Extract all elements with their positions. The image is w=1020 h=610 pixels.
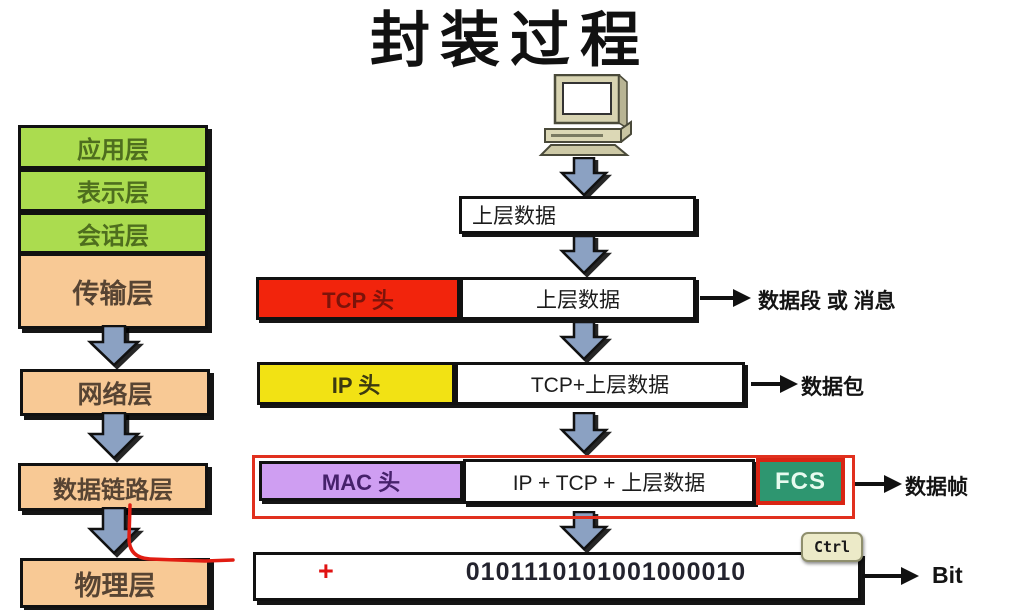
down-arrow-icon	[558, 157, 610, 197]
flow-box-label: IP + TCP + 上层数据	[512, 471, 706, 495]
osi-layer-presentation: 表示层	[18, 169, 208, 212]
osi-layer-label: 数据链路层	[53, 476, 173, 504]
flow-box-ip-tcp-upper-data: IP + TCP + 上层数据	[463, 459, 755, 504]
osi-layer-session: 会话层	[18, 212, 208, 254]
flow-box-upper-data: 上层数据	[459, 196, 696, 234]
result-label-packet: 数据包	[801, 376, 864, 399]
ip-header-box: IP 头	[257, 362, 455, 405]
result-label-segment: 数据段 或 消息	[758, 290, 896, 313]
down-arrow-icon	[86, 325, 142, 367]
flow-box-label: 上层数据	[536, 288, 620, 312]
flow-box-upper-data: 上层数据	[460, 277, 696, 320]
osi-layer-label: 传输层	[72, 278, 154, 309]
flow-box-label: 上层数据	[472, 205, 556, 228]
flow-box-label: TCP+上层数据	[530, 373, 670, 397]
red-pen-annotation	[127, 503, 235, 563]
osi-layer-label: 网络层	[77, 380, 153, 409]
bit-stream-box	[253, 552, 861, 601]
flow-box-tcp-upper-data: TCP+上层数据	[455, 362, 745, 405]
osi-layer-label: 物理层	[74, 570, 156, 601]
down-arrow-icon	[86, 507, 142, 555]
tcp-header-box: TCP 头	[256, 277, 460, 320]
down-arrow-icon	[558, 412, 610, 454]
down-arrow-icon	[558, 511, 610, 551]
osi-layer-datalink: 数据链路层	[18, 463, 208, 511]
mac-header-box: MAC 头	[259, 461, 463, 501]
plus-annotation: +	[318, 556, 334, 586]
osi-layer-physical: 物理层	[20, 558, 210, 608]
result-label-frame: 数据帧	[905, 476, 968, 499]
osi-layer-transport: 传输层	[18, 253, 208, 329]
frame-highlight-rect	[252, 455, 855, 519]
fcs-trailer-label: FCS	[775, 467, 826, 495]
down-arrow-icon	[558, 321, 610, 361]
ip-header-label: IP 头	[331, 372, 381, 398]
bit-string: 0101110101001000010	[465, 558, 747, 586]
osi-layer-label: 应用层	[77, 136, 149, 164]
osi-layer-network: 网络层	[20, 369, 210, 416]
right-arrow-icon	[862, 567, 919, 585]
right-arrow-icon	[855, 475, 902, 493]
down-arrow-icon	[86, 412, 142, 460]
right-arrow-icon	[751, 375, 798, 393]
osi-layer-label: 表示层	[77, 180, 149, 207]
osi-layer-label: 会话层	[77, 222, 149, 250]
computer-icon	[538, 74, 632, 156]
osi-layer-application: 应用层	[18, 125, 208, 169]
result-label-bit: Bit	[932, 562, 963, 588]
down-arrow-icon	[558, 235, 610, 275]
tcp-header-label: TCP 头	[322, 287, 394, 313]
fcs-trailer-box: FCS	[756, 458, 845, 505]
ctrl-key-label: Ctrl	[813, 538, 851, 556]
mac-header-label: MAC 头	[321, 470, 401, 495]
ctrl-key-badge: Ctrl	[801, 532, 863, 562]
page-title: 封装过程	[370, 8, 650, 74]
right-arrow-icon	[700, 289, 751, 307]
